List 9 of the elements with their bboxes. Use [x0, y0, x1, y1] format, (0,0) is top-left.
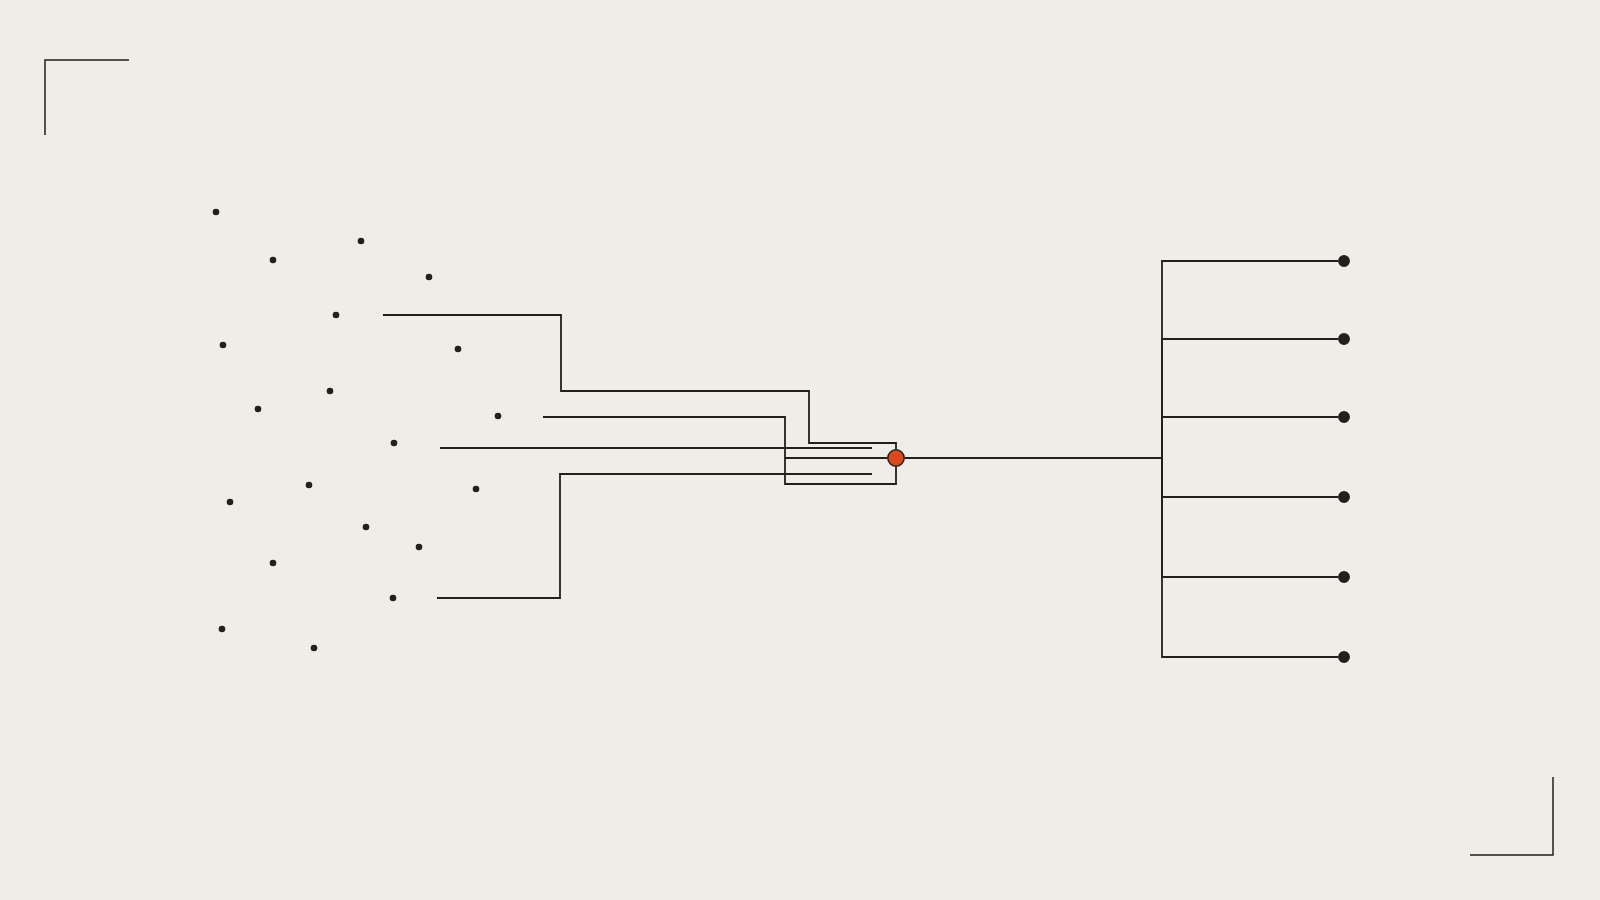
end-dot — [1338, 255, 1350, 267]
junction-dot — [887, 449, 905, 467]
end-dot — [1338, 491, 1350, 503]
end-dot — [1338, 571, 1350, 583]
connector-line — [382, 314, 897, 450]
end-dot — [1338, 651, 1350, 663]
connector-line — [542, 416, 897, 485]
end-dot — [1338, 333, 1350, 345]
end-dot — [1338, 411, 1350, 423]
